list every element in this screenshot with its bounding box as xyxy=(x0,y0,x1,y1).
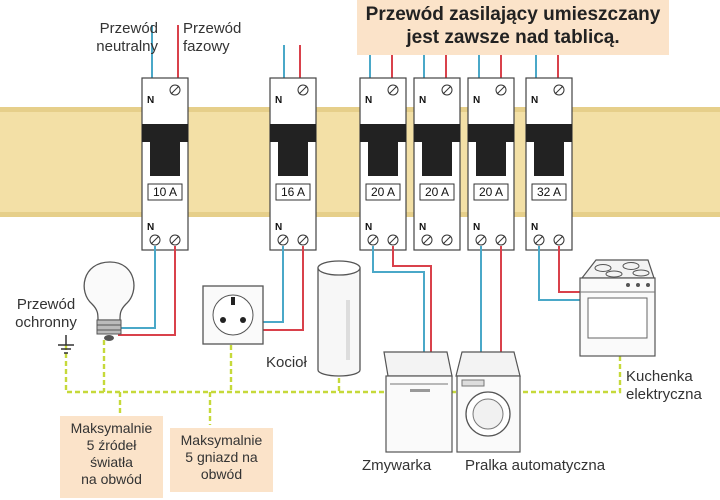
breaker-20a-1: N 20 A N xyxy=(359,77,407,251)
svg-text:16 A: 16 A xyxy=(281,185,305,199)
socket-icon xyxy=(202,285,264,345)
phase-wire-label: Przewód fazowy xyxy=(183,20,242,55)
boiler-feed xyxy=(360,250,373,282)
svg-text:N: N xyxy=(275,95,282,106)
headline-box: Przewód zasilający umieszczany jest zaws… xyxy=(357,0,669,55)
washing-machine-icon xyxy=(455,351,521,453)
light-bulb-icon xyxy=(83,261,135,341)
ground-wire-label: Przewód ochronny xyxy=(15,296,77,331)
supply-wires xyxy=(151,25,559,80)
dishwasher-label: Zmywarka xyxy=(362,457,432,474)
earth-symbol-icon xyxy=(58,335,74,354)
breaker-32a: N 32 A N xyxy=(525,77,573,251)
washer-label: Pralka automatyczna xyxy=(465,457,606,474)
svg-text:20 A: 20 A xyxy=(371,185,395,199)
circuit-wires xyxy=(118,246,580,355)
lights-note: Maksymalnie 5 źródeł światła na obwód xyxy=(60,416,163,498)
svg-text:N: N xyxy=(473,222,480,233)
sockets-note: Maksymalnie 5 gniazd na obwód xyxy=(170,428,273,492)
svg-text:N: N xyxy=(147,95,154,106)
svg-text:20 A: 20 A xyxy=(425,185,449,199)
svg-text:N: N xyxy=(147,222,154,233)
svg-text:N: N xyxy=(419,95,426,106)
svg-text:N: N xyxy=(531,222,538,233)
stove-icon xyxy=(579,259,656,357)
svg-text:20 A: 20 A xyxy=(479,185,503,199)
svg-text:N: N xyxy=(275,222,282,233)
svg-text:10 A: 10 A xyxy=(153,185,177,199)
headline-line-1: Przewód zasilający umieszczany xyxy=(365,4,661,25)
boiler-label: Kocioł xyxy=(266,354,307,371)
neutral-wire-label: Przewód neutralny xyxy=(96,20,158,55)
svg-text:N: N xyxy=(473,95,480,106)
boiler-icon xyxy=(317,260,361,377)
breaker-20a-2: N 20 A N xyxy=(413,77,461,251)
breaker-20a-3: N 20 A N xyxy=(467,77,515,251)
stove-label: Kuchenka elektryczna xyxy=(626,368,702,403)
breaker-16a: N 16 A N xyxy=(269,77,317,251)
svg-text:N: N xyxy=(365,95,372,106)
dishwasher-icon xyxy=(383,351,453,453)
breaker-10a: N 10 A N xyxy=(141,77,189,251)
headline-line-2: jest zawsze nad tablicą. xyxy=(406,27,620,48)
svg-text:32 A: 32 A xyxy=(537,185,561,199)
svg-text:N: N xyxy=(419,222,426,233)
svg-text:N: N xyxy=(365,222,372,233)
svg-text:N: N xyxy=(531,95,538,106)
